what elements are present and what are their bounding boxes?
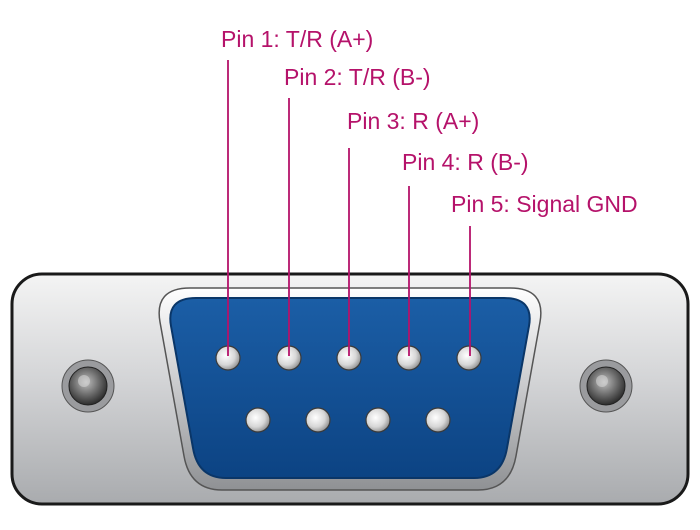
right-screw xyxy=(579,359,633,413)
pin-6 xyxy=(245,407,271,433)
left-screw xyxy=(61,359,115,413)
pin-5 xyxy=(456,345,482,371)
pin-8 xyxy=(365,407,391,433)
pin-9 xyxy=(425,407,451,433)
pin-2-label: Pin 2: T/R (B-) xyxy=(284,64,431,90)
pin-1-label: Pin 1: T/R (A+) xyxy=(221,26,373,52)
pin-7 xyxy=(305,407,331,433)
pin-5-label: Pin 5: Signal GND xyxy=(451,191,638,217)
pin-3-label: Pin 3: R (A+) xyxy=(347,108,479,134)
connector-insert xyxy=(169,297,531,479)
pin-4-label: Pin 4: R (B-) xyxy=(402,149,529,175)
